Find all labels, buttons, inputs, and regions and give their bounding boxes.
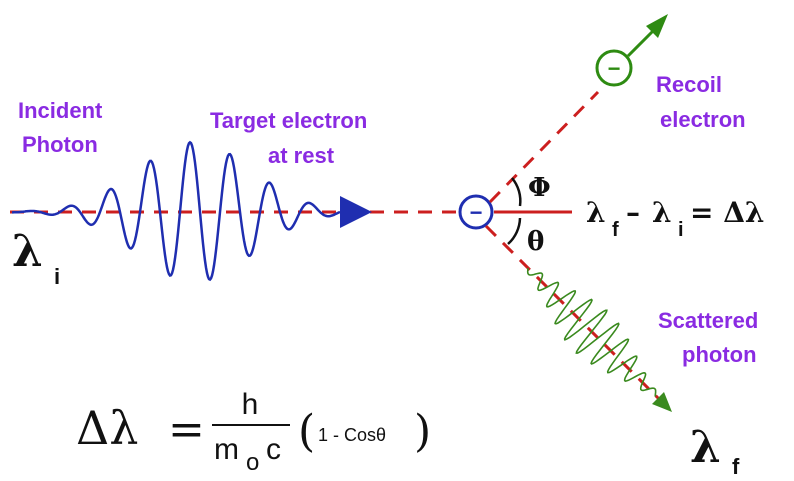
scattered-arrow-head (652, 392, 672, 412)
shift-minus: – (626, 196, 640, 229)
recoil-electron-sign: − (608, 56, 621, 81)
theta-symbol: θ (527, 227, 544, 257)
theta-angle-arc (507, 217, 522, 245)
recoil-arrow-shaft (626, 28, 656, 58)
shift-lambda-i: λ (652, 196, 672, 229)
target-electron-sign: − (470, 200, 483, 225)
formula-delta-lambda: Δλ (76, 401, 138, 455)
recoil-electron-label-line2: electron (660, 107, 746, 132)
formula-numerator: h (242, 388, 259, 421)
target-electron (458, 194, 494, 230)
lambda-incident-subscript: i (54, 264, 60, 289)
incident-photon-wave (12, 140, 341, 282)
recoil-electron (595, 49, 633, 87)
scattered-photon-wave (526, 267, 657, 397)
recoil-path-line (488, 90, 600, 204)
formula-equals: = (168, 404, 205, 455)
formula-denominator-m: m (214, 433, 239, 466)
lambda-final-symbol: λ (690, 422, 721, 473)
scattered-photon-label-line1: Scattered (658, 308, 758, 333)
target-electron-label-line2: at rest (268, 143, 335, 168)
incident-arrow-head (340, 196, 372, 228)
lambda-final-subscript: f (732, 454, 740, 479)
scattered-photon-label-line2: photon (682, 342, 757, 367)
shift-sub-i: i (678, 219, 684, 241)
target-electron-label-line1: Target electron (210, 108, 367, 133)
phi-symbol: Φ (528, 173, 551, 203)
shift-sub-f: f (612, 219, 619, 241)
formula-denominator-c: c (266, 433, 281, 466)
recoil-electron-label-line1: Recoil (656, 72, 722, 97)
formula-denominator-sub: o (246, 449, 259, 476)
lambda-incident-symbol: λ (12, 226, 43, 277)
formula-paren-close: ) (414, 406, 431, 457)
shift-lambda-f: λ (586, 196, 606, 229)
formula-paren-open: ( (298, 406, 315, 457)
shift-equals-delta-lambda: = Δλ (690, 196, 765, 229)
incident-photon-label-line1: Incident (18, 98, 103, 123)
recoil-arrow-head (646, 14, 668, 38)
formula-paren-content: 1 - Cosθ (318, 425, 386, 445)
incident-photon-label-line2: Photon (22, 132, 98, 157)
phi-angle-arc (511, 177, 522, 207)
